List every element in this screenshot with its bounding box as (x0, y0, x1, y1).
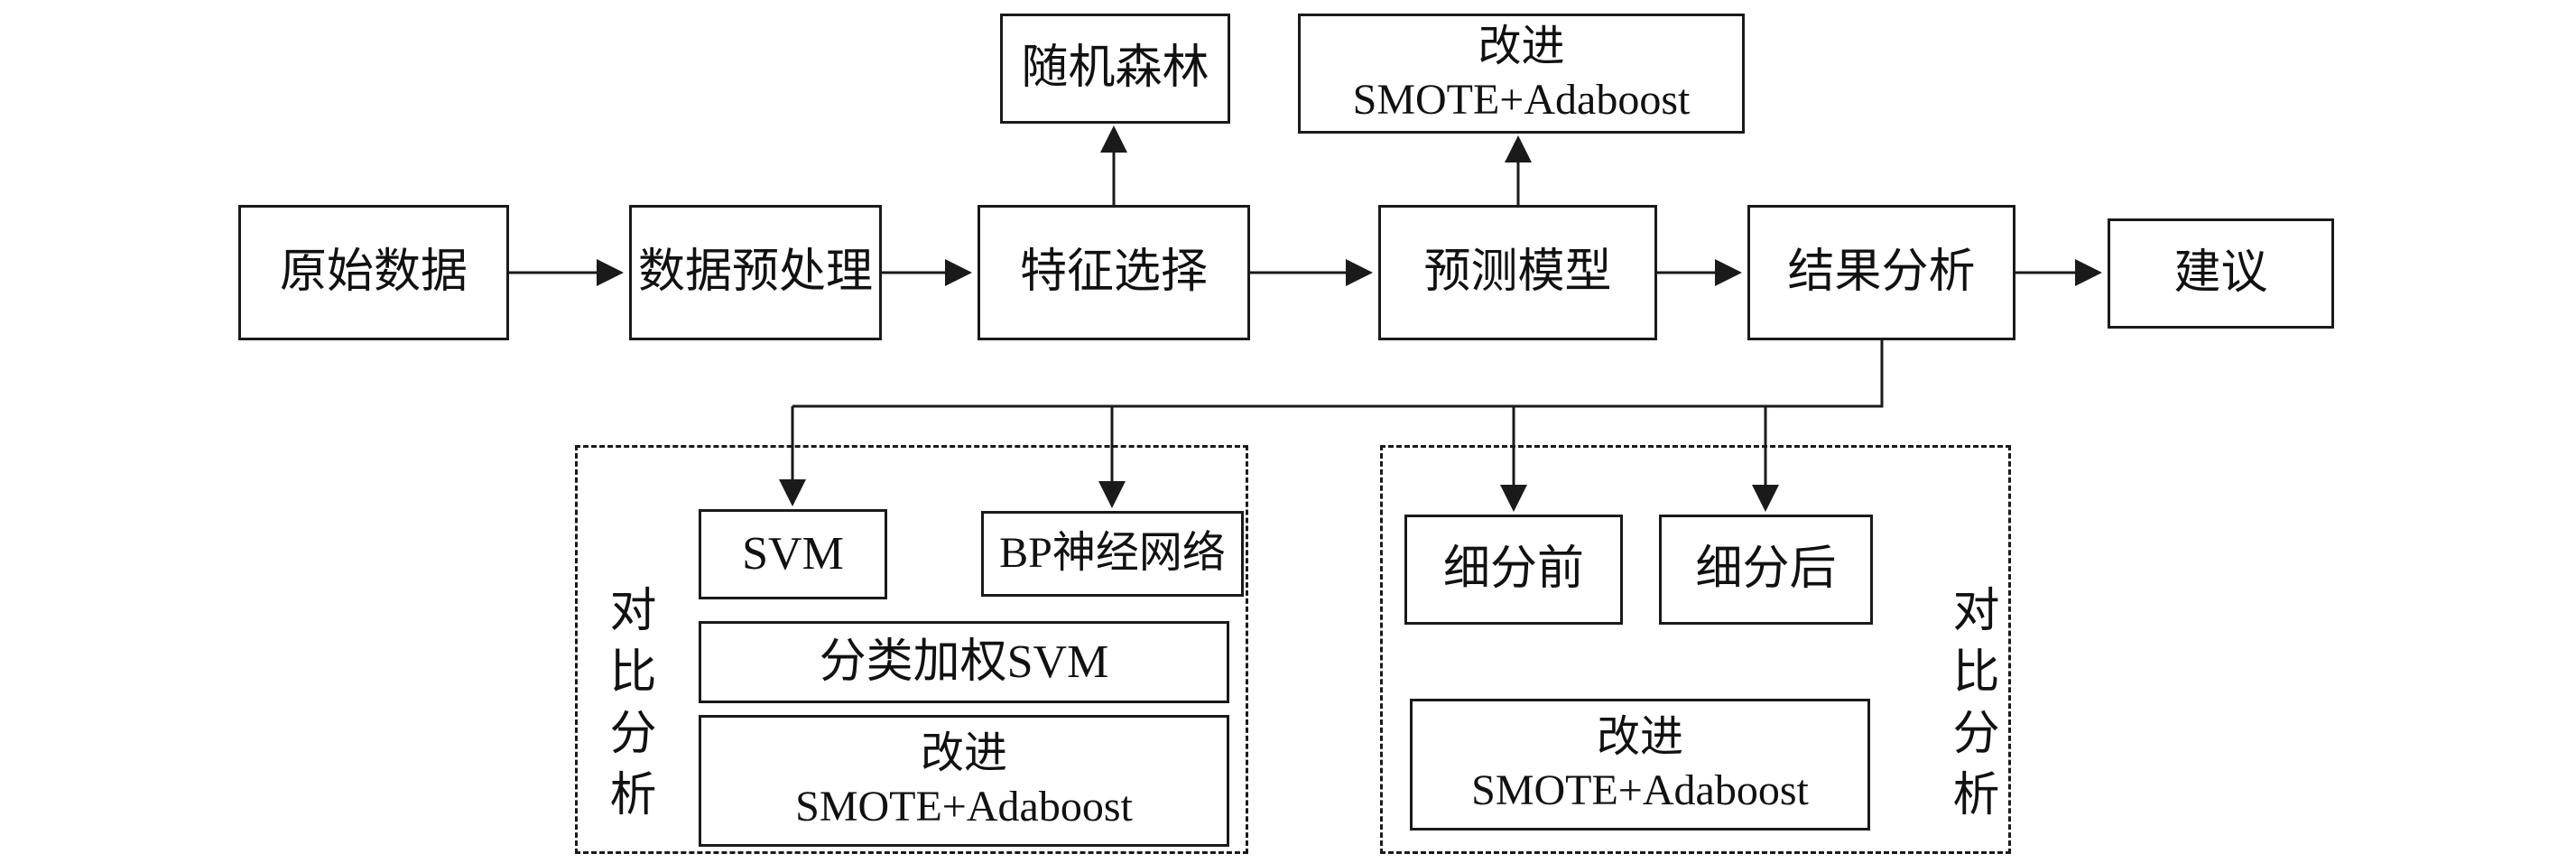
node-random-forest: 随机森林 (1000, 14, 1230, 124)
node-suggestion: 建议 (2108, 218, 2334, 329)
node-data-preprocessing: 数据预处理 (629, 205, 882, 340)
node-svm: SVM (699, 509, 887, 599)
left-group-label: 对比分析 (602, 585, 653, 831)
left-comparison-group (575, 445, 1248, 854)
node-bp-neural-network: BP神经网络 (981, 511, 1244, 597)
node-raw-data: 原始数据 (238, 205, 509, 340)
right-comparison-group (1380, 445, 2011, 854)
right-group-label: 对比分析 (1945, 585, 1997, 831)
node-improved-smote-adaboost-left: 改进 SMOTE+Adaboost (699, 715, 1229, 847)
node-improved-smote-adaboost-right: 改进 SMOTE+Adaboost (1410, 699, 1870, 831)
node-feature-selection: 特征选择 (978, 205, 1250, 340)
connector-result-to-groups (792, 340, 1884, 408)
node-weighted-svm: 分类加权SVM (699, 621, 1229, 703)
node-improved-smote-adaboost-top: 改进 SMOTE+Adaboost (1298, 14, 1745, 134)
node-after-segmentation: 细分后 (1659, 515, 1873, 625)
node-prediction-model: 预测模型 (1378, 205, 1657, 340)
node-result-analysis: 结果分析 (1747, 205, 2015, 340)
node-before-segmentation: 细分前 (1404, 515, 1623, 625)
